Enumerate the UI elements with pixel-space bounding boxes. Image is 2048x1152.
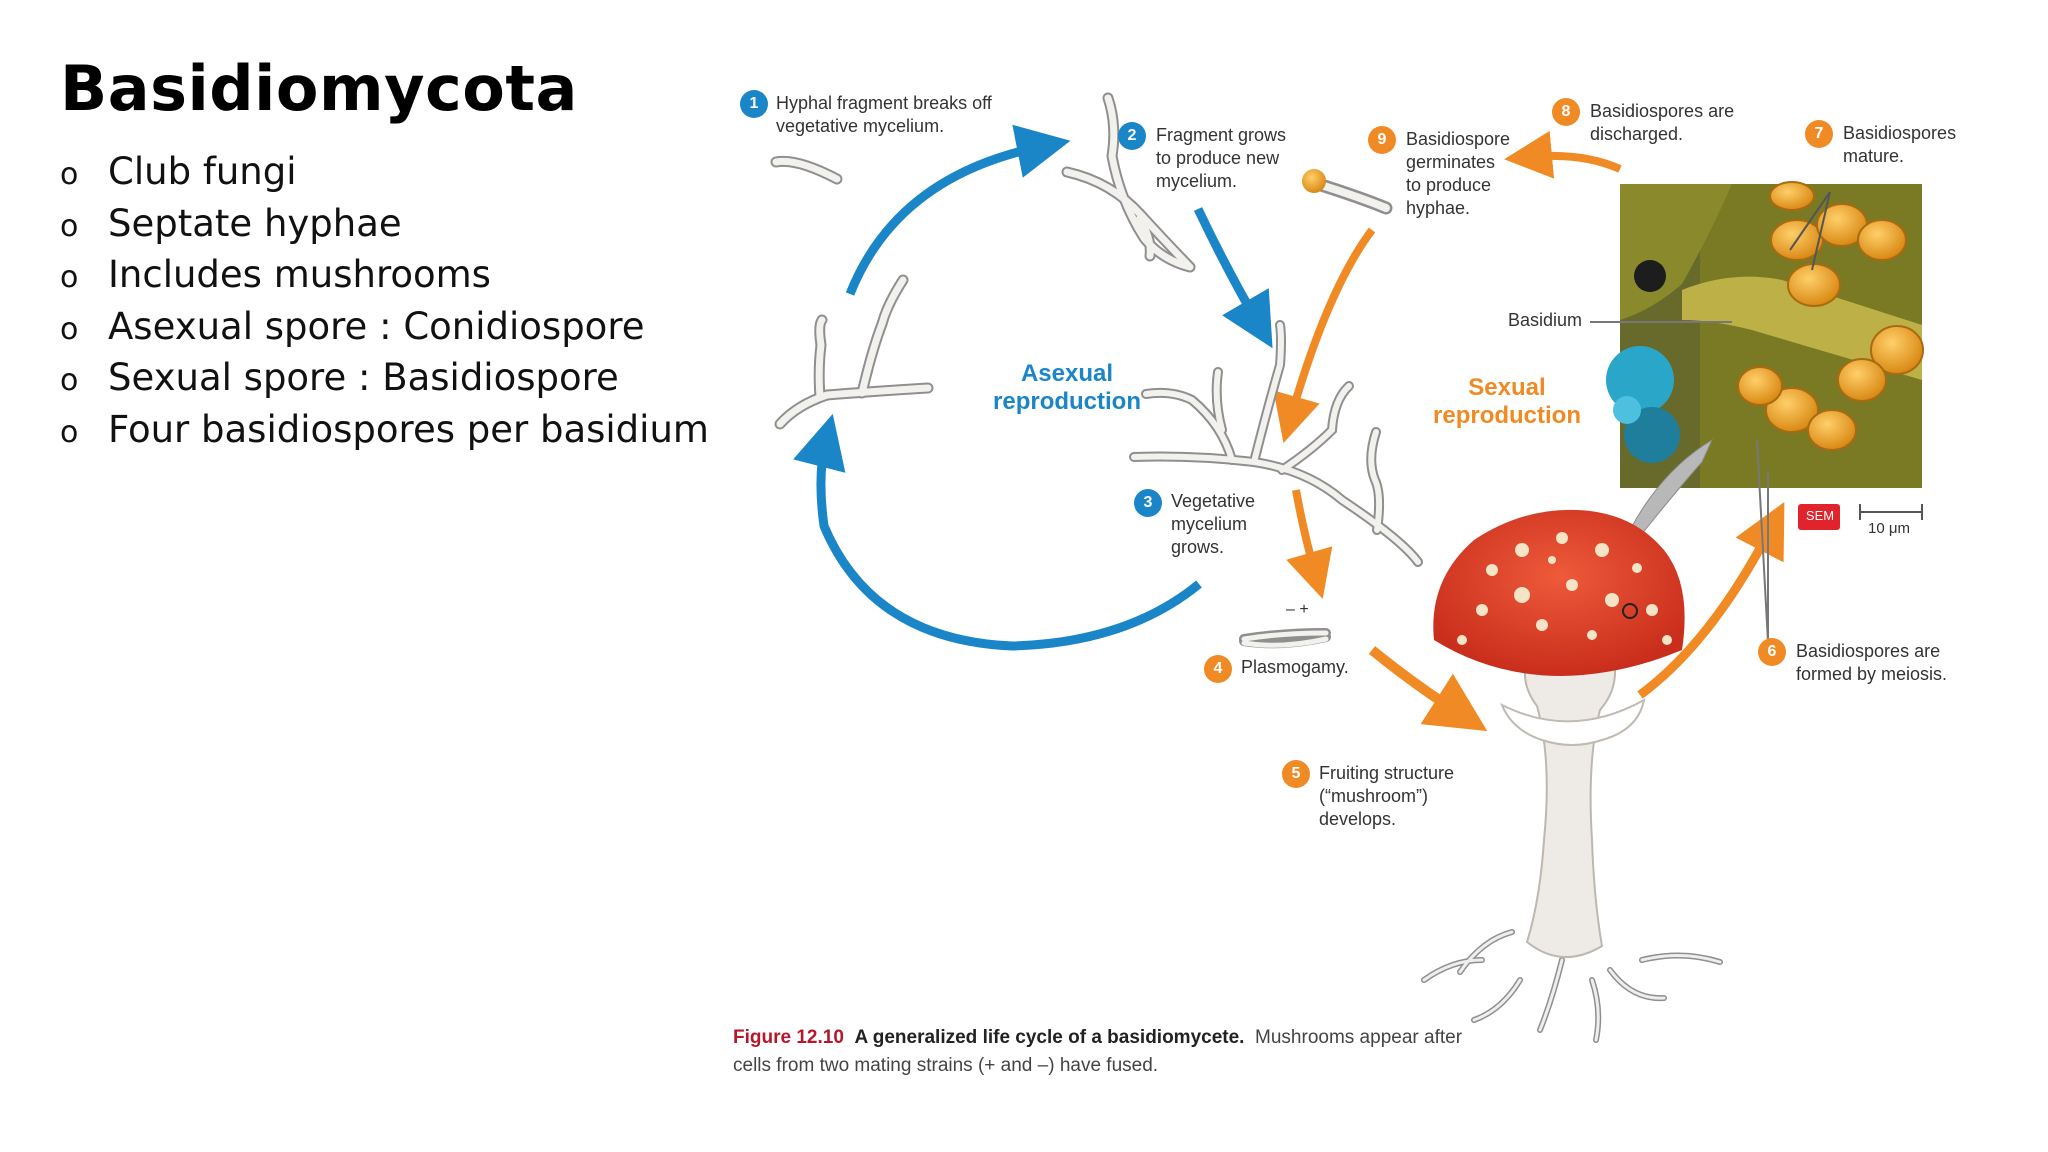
sexual-arrow-discharge — [1504, 130, 1622, 179]
sexual-arrow-to-meiosis — [1637, 502, 1785, 699]
asexual-arrow-right — [1193, 207, 1273, 349]
sem-badge: SEM — [1805, 508, 1835, 523]
step-5-label: Fruiting structure (“mushroom”) develops… — [1319, 763, 1455, 829]
mating-signs: – + — [1286, 601, 1309, 618]
step-4-icon: 4 — [1204, 655, 1232, 683]
bullet-marker: o — [60, 208, 79, 244]
step-4-label: Plasmogamy. — [1241, 657, 1349, 677]
life-cycle-artwork — [770, 92, 1924, 1043]
life-cycle-figure: 1 Hyphal fragment breaks off vegetative … — [722, 80, 1982, 1090]
sexual-arrow-to-plasmogamy — [1286, 489, 1333, 600]
step-8-label: Basidiospores are discharged. — [1590, 101, 1735, 144]
sem-badge-background — [1798, 504, 1840, 530]
step-7-icon: 7 — [1805, 120, 1833, 148]
step-2-icon: 2 — [1118, 122, 1146, 150]
asexual-arrow-bottom — [793, 413, 1202, 651]
sexual-reproduction-label: Sexual reproduction — [1433, 374, 1581, 429]
asexual-arrow-top — [845, 124, 1071, 296]
bullet-text: Sexual spore : Basidiospore — [108, 356, 619, 399]
bullet-item: o Four basidiospores per basidium — [60, 404, 709, 456]
scale-bar — [1859, 504, 1923, 520]
sexual-arrow-to-mushroom — [1368, 646, 1488, 732]
mushroom-illustration — [1421, 509, 1723, 1043]
caption-text-line2: cells from two mating strains (+ and –) … — [733, 1055, 1159, 1076]
step-9-icon: 9 — [1368, 126, 1396, 154]
step-8-icon: 8 — [1552, 98, 1580, 126]
bullet-item: o Sexual spore : Basidiospore — [60, 352, 709, 404]
meiosis-leader-line — [1756, 439, 1769, 643]
step-6-icon: 6 — [1758, 638, 1786, 666]
hyphae-drawings — [770, 92, 1423, 649]
step-5-icon: 5 — [1282, 760, 1310, 788]
step-3-icon: 3 — [1134, 489, 1162, 517]
bullet-item: o Septate hyphae — [60, 198, 709, 250]
step-9-label: Basidiospore germinates to produce hypha… — [1406, 129, 1511, 218]
caption-text: Mushrooms appear after — [1255, 1027, 1463, 1048]
bullet-text: Asexual spore : Conidiospore — [108, 304, 645, 348]
step-1-icon: 1 — [740, 90, 768, 118]
bullet-text: Club fungi — [108, 150, 297, 193]
bullet-marker: o — [60, 157, 79, 192]
sem-micrograph — [1606, 181, 1924, 488]
figure-title: A generalized life cycle of a basidiomyc… — [854, 1027, 1245, 1048]
bullet-marker: o — [60, 311, 79, 347]
basidium-label: Basidium — [1508, 310, 1583, 330]
step-2-label: Fragment grows to produce new mycelium. — [1156, 125, 1287, 191]
magnification-callout — [1629, 438, 1714, 541]
slide-title: Basidiomycota — [60, 52, 578, 125]
figure-caption: Figure 12.10 A generalized life cycle of… — [733, 1024, 1553, 1080]
step-3-label: Vegetative mycelium grows. — [1171, 491, 1256, 557]
scale-bar-label: 10 μm — [1868, 520, 1910, 537]
bullet-item: o Club fungi — [60, 146, 709, 198]
figure-number: Figure 12.10 — [733, 1027, 844, 1048]
bullet-item: o Asexual spore : Conidiospore — [60, 301, 709, 353]
bullet-marker: o — [60, 260, 79, 295]
step-7-label: Basidiospores mature. — [1843, 123, 1957, 166]
asexual-reproduction-label: Asexual reproduction — [993, 360, 1141, 415]
bullet-text: Four basidiospores per basidium — [108, 407, 709, 451]
bullet-item: o Includes mushrooms — [60, 249, 709, 301]
germinating-spore-icon — [1302, 169, 1326, 193]
bullet-text: Includes mushrooms — [108, 253, 491, 296]
step-1-label: Hyphal fragment breaks off vegetative my… — [776, 93, 992, 136]
bullet-text: Septate hyphae — [108, 201, 402, 245]
sexual-arrow-germinate — [1273, 227, 1376, 444]
bullet-marker: o — [60, 363, 79, 398]
step-6-label: Basidiospores are formed by meiosis. — [1796, 641, 1948, 684]
bullet-marker: o — [60, 414, 79, 450]
